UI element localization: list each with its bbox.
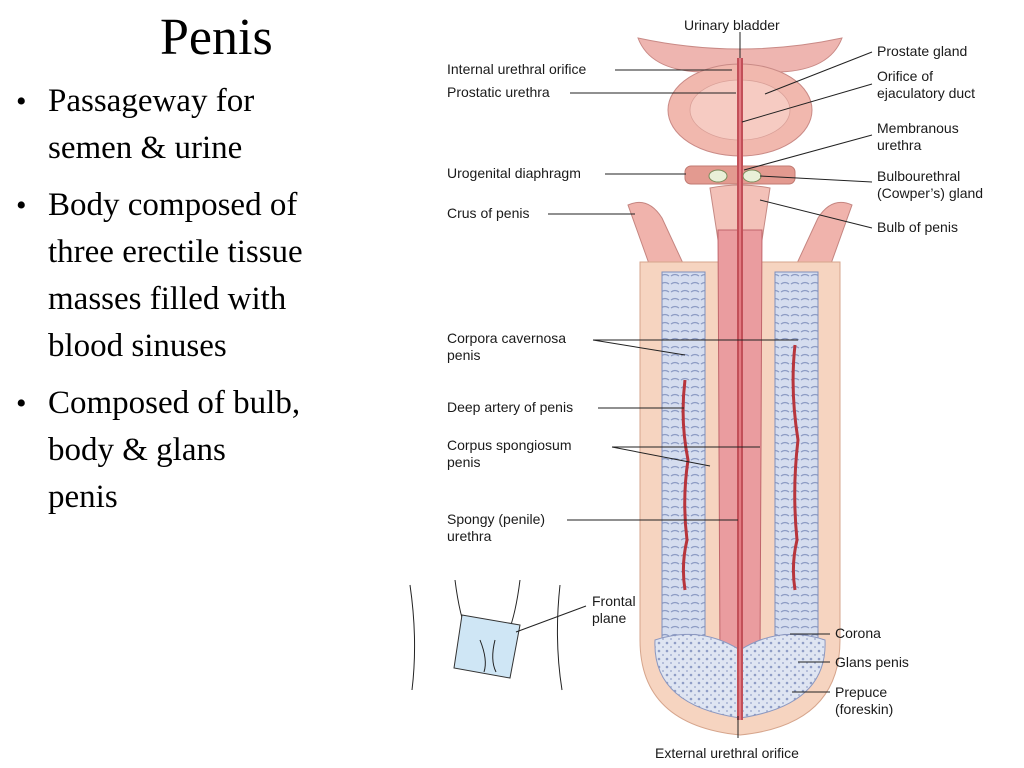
label-line: Orifice of: [877, 68, 933, 84]
label-line: penis: [447, 454, 480, 470]
leader-lines: [515, 32, 873, 738]
label-line: Prepuce: [835, 684, 887, 700]
label-line: (foreskin): [835, 701, 893, 717]
anatomy-diagram: Urinary bladder Internal urethral orific…: [409, 17, 983, 761]
label-prepuce: Prepuce(foreskin): [835, 684, 893, 717]
label-corona: Corona: [835, 625, 881, 641]
label-line: External urethral orifice: [655, 745, 799, 761]
label-internal-urethral-orifice: Internal urethral orifice: [447, 61, 587, 77]
label-line: Corona: [835, 625, 881, 641]
label-line: Bulbourethral: [877, 168, 960, 184]
label-line: Urogenital diaphragm: [447, 165, 581, 181]
label-line: Corpora cavernosa: [447, 330, 566, 346]
bullet-marker: •: [16, 189, 27, 222]
bullet-item: • Body composed of three erectile tissue ma…: [12, 182, 382, 370]
label-line: Membranous: [877, 120, 959, 136]
frontal-plane-inset: [409, 579, 563, 691]
bulbourethral-gland-right: [742, 169, 762, 183]
label-external-urethral-orifice: External urethral orifice: [655, 745, 799, 761]
bullet-line: Composed of bulb,: [48, 385, 301, 421]
bulbourethral-gland-left: [708, 169, 728, 183]
label-line: Prostate gland: [877, 43, 967, 59]
label-glans-penis: Glans penis: [835, 654, 909, 670]
bullet-line: three erectile tissue: [48, 234, 303, 270]
label-line: (Cowper’s) gland: [877, 185, 983, 201]
bullet-line: semen & urine: [48, 130, 243, 166]
label-deep-artery: Deep artery of penis: [447, 399, 573, 415]
bullet-line: penis: [48, 479, 118, 515]
label-line: Internal urethral orifice: [447, 61, 587, 77]
bullet-line: Passageway for: [48, 83, 255, 119]
bullet-list: • Passageway for semen & urine • Body compos…: [12, 78, 382, 531]
bullet-line: blood sinuses: [48, 328, 227, 364]
label-line: Prostatic urethra: [447, 84, 550, 100]
label-prostatic-urethra: Prostatic urethra: [447, 84, 550, 100]
label-bulb-of-penis: Bulb of penis: [877, 219, 958, 235]
label-line: penis: [447, 347, 480, 363]
bullet-marker: •: [16, 85, 27, 118]
label-line: Bulb of penis: [877, 219, 958, 235]
label-urogenital-diaphragm: Urogenital diaphragm: [447, 165, 581, 181]
label-line: ejaculatory duct: [877, 85, 975, 101]
label-line: urethra: [447, 528, 492, 544]
bullet-line: masses filled with: [48, 281, 287, 317]
label-crus-of-penis: Crus of penis: [447, 205, 529, 221]
label-line: Corpus spongiosum: [447, 437, 572, 453]
deep-artery-right: [791, 344, 800, 591]
label-spongy-urethra: Spongy (penile)urethra: [447, 511, 545, 544]
bullet-line: Body composed of: [48, 187, 298, 223]
slide-title: Penis: [160, 9, 273, 66]
label-line: urethra: [877, 137, 922, 153]
label-urinary-bladder: Urinary bladder: [684, 17, 780, 33]
bullet-line: body & glans: [48, 432, 226, 468]
label-line: Spongy (penile): [447, 511, 545, 527]
bullet-marker: •: [16, 387, 27, 420]
deep-artery-left: [681, 379, 690, 591]
label-prostate-gland: Prostate gland: [877, 43, 967, 59]
bullet-item: • Composed of bulb, body & glans penis: [12, 380, 382, 521]
label-line: Crus of penis: [447, 205, 529, 221]
label-line: plane: [592, 610, 626, 626]
bullet-item: • Passageway for semen & urine: [12, 78, 382, 172]
label-line: Glans penis: [835, 654, 909, 670]
label-line: Frontal: [592, 593, 636, 609]
label-bulbourethral-gland: Bulbourethral(Cowper’s) gland: [877, 168, 983, 201]
label-line: Urinary bladder: [684, 17, 780, 33]
label-line: Deep artery of penis: [447, 399, 573, 415]
